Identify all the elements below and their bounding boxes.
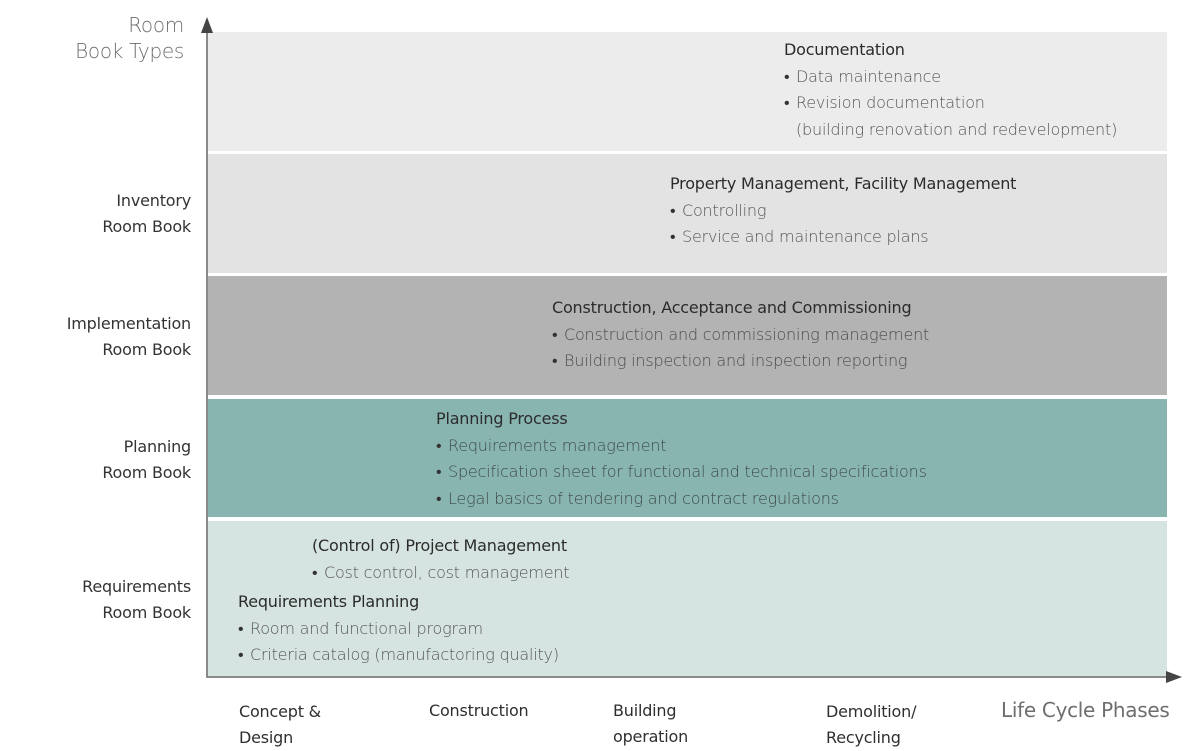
- block-title: (Control of) Project Management: [312, 536, 567, 555]
- band-requirements: (Control of) Project Management • Cost co…: [208, 521, 1167, 676]
- list-item-continuation: (building renovation and redevelopment): [796, 119, 1118, 139]
- phase-concept-design: Concept & Design: [239, 699, 321, 751]
- y-axis-line: [206, 26, 208, 678]
- bullet-icon: •: [312, 562, 318, 582]
- list-item-text: Revision documentation: [796, 93, 985, 112]
- band-label-requirements: Requirements Room Book: [82, 574, 191, 626]
- band-label-line2: Room Book: [102, 217, 191, 236]
- y-axis-title: Room Book Types: [75, 12, 184, 64]
- bullet-icon: •: [670, 227, 676, 246]
- phase-line2: Recycling: [826, 728, 901, 747]
- block-title: Planning Process: [436, 409, 568, 428]
- block-title: Property Management, Facility Management: [670, 174, 1017, 193]
- phase-demolition-recycling: Demolition/ Recycling: [826, 699, 916, 751]
- arrow-right-icon: [1166, 671, 1182, 683]
- block-project-management: (Control of) Project Management • Cost co…: [312, 533, 570, 587]
- list-item-text: Construction and commissioning managemen…: [564, 324, 930, 344]
- list-item-text: Building inspection and inspection repor…: [564, 351, 908, 370]
- bullet-icon: •: [238, 618, 244, 638]
- phase-line2: Design: [239, 728, 294, 747]
- band-label-inventory: Inventory Room Book: [102, 188, 191, 240]
- list-item-text: Service and maintenance plans: [682, 227, 929, 246]
- block-property-management: Property Management, Facility Management…: [670, 171, 1016, 251]
- block-documentation: Documentation • Data maintenance • Revisio…: [784, 37, 1117, 143]
- list-item: • Cost control, cost management: [312, 560, 570, 587]
- band-label-line2: Room Book: [102, 603, 191, 622]
- list-item: • Data maintenance: [784, 64, 1117, 91]
- list-item-text: Cost control, cost management: [324, 562, 570, 582]
- y-axis-title-line2: Book Types: [75, 39, 184, 63]
- block-title: Requirements Planning: [238, 592, 420, 611]
- bullet-icon: •: [436, 435, 442, 455]
- band-label-line1: Implementation: [66, 314, 191, 333]
- block-planning-process: Planning Process • Requirements managemen…: [436, 406, 927, 512]
- band-label-line1: Inventory: [116, 191, 191, 210]
- band-label-line1: Planning: [123, 437, 192, 456]
- list-item-text: Criteria catalog (manufactoring quality): [250, 645, 559, 664]
- band-implementation: Construction, Acceptance and Commissioni…: [208, 276, 1167, 395]
- list-item: • Legal basics of tendering and contract …: [436, 486, 927, 513]
- block-requirements-planning: Requirements Planning • Room and function…: [238, 589, 559, 669]
- band-label-planning: Planning Room Book: [102, 434, 191, 486]
- phase-line1: Demolition/: [826, 702, 917, 721]
- list-item: • Controlling: [670, 198, 1016, 225]
- list-item: • Specification sheet for functional and …: [436, 459, 927, 486]
- list-item: • Requirements management: [436, 433, 927, 460]
- phase-building-operation: Building operation: [613, 698, 688, 750]
- band-label-line2: Room Book: [102, 340, 191, 359]
- bullet-icon: •: [552, 351, 558, 370]
- list-item: • Revision documentation: [784, 90, 1117, 117]
- band-label-line1: Requirements: [82, 577, 191, 596]
- bullet-icon: •: [238, 645, 244, 664]
- list-item: • Room and functional program: [238, 616, 559, 643]
- phase-line1: Building: [613, 701, 677, 720]
- bullet-icon: •: [552, 324, 558, 344]
- block-title: Construction, Acceptance and Commissioni…: [552, 298, 912, 317]
- list-item: • Building inspection and inspection repo…: [552, 348, 929, 375]
- list-item-text: Legal basics of tendering and contract r…: [448, 488, 839, 508]
- list-item: • Service and maintenance plans: [670, 224, 1016, 251]
- list-item: • Construction and commissioning manageme…: [552, 322, 929, 349]
- list-item-text: Specification sheet for functional and t…: [448, 462, 927, 481]
- phase-construction: Construction: [429, 698, 529, 724]
- arrow-up-icon: [201, 17, 213, 33]
- band-label-line2: Room Book: [102, 463, 191, 482]
- list-item: • Criteria catalog (manufactoring quality…: [238, 642, 559, 669]
- list-item-text: Room and functional program: [250, 618, 483, 638]
- bullet-icon: •: [436, 488, 442, 508]
- x-axis-title: Life Cycle Phases: [1001, 698, 1170, 722]
- bullet-icon: •: [670, 200, 676, 220]
- band-documentation: Documentation • Data maintenance • Revisio…: [208, 32, 1167, 151]
- bullet-icon: •: [784, 93, 790, 112]
- list-item-text: Controlling: [682, 200, 767, 220]
- list-item-text: Requirements management: [448, 435, 667, 455]
- band-planning: Planning Process • Requirements managemen…: [208, 399, 1167, 517]
- band-label-implementation: Implementation Room Book: [67, 311, 191, 363]
- y-axis-title-line1: Room: [128, 13, 184, 37]
- bullet-icon: •: [436, 462, 442, 481]
- list-item-text: Data maintenance: [796, 66, 941, 86]
- block-title: Documentation: [784, 40, 905, 59]
- block-construction-acceptance: Construction, Acceptance and Commissioni…: [552, 295, 929, 375]
- phase-line2: operation: [613, 727, 689, 746]
- bullet-icon: •: [784, 66, 790, 86]
- band-inventory: Property Management, Facility Management…: [208, 154, 1167, 273]
- phase-line1: Concept &: [239, 702, 321, 721]
- phase-line1: Construction: [429, 701, 529, 720]
- x-axis-line: [206, 676, 1172, 678]
